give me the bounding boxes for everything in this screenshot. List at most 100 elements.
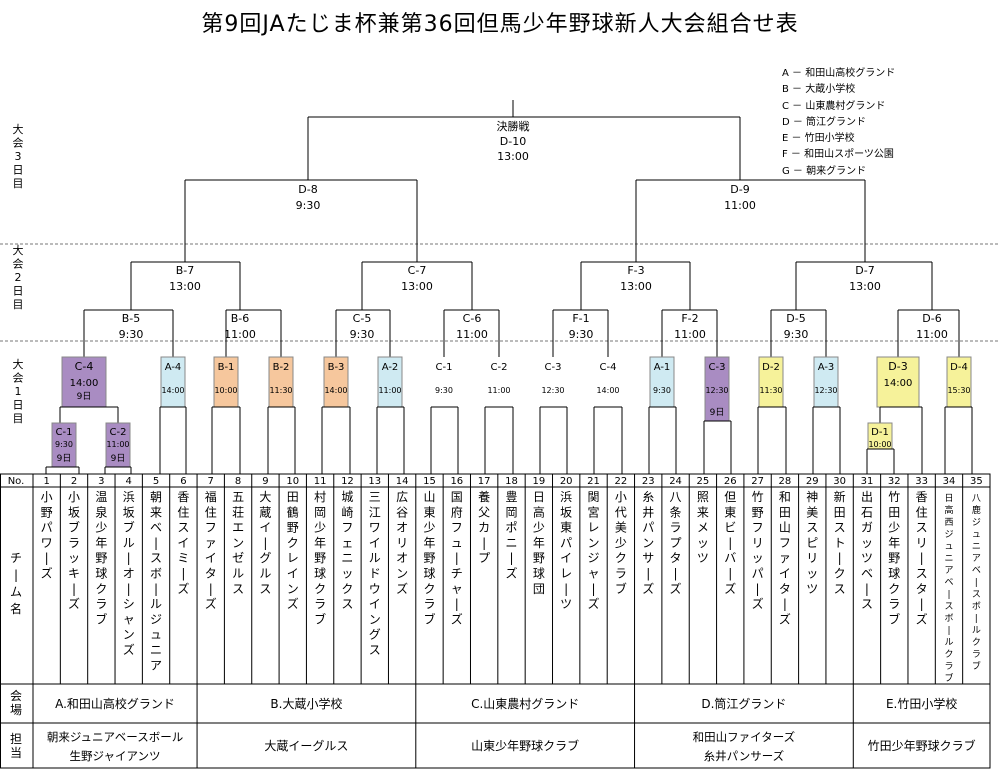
- round16-time: 9:30: [569, 328, 594, 341]
- team-number: 30: [833, 476, 846, 487]
- team-name: 山東少年野球クラブ: [423, 490, 435, 626]
- venue-header: 会場: [10, 689, 22, 717]
- team-number: 6: [180, 476, 186, 487]
- round1-time: 9:30: [435, 386, 453, 395]
- round1-box: [323, 356, 349, 408]
- staff-cell: 生野ジャイアンツ: [70, 749, 161, 763]
- venue-cell: E.竹田小学校: [886, 696, 957, 711]
- team-name: 出石ガッツベ|ス: [861, 490, 873, 611]
- round1-code: D-2: [762, 362, 780, 373]
- team-number: 20: [560, 476, 573, 487]
- round16-time: 11:00: [456, 328, 488, 341]
- team-name: 広谷オリオンズ: [396, 490, 408, 596]
- venue-cell: A.和田山高校グランド: [55, 696, 175, 711]
- round16-code: C-6: [463, 312, 482, 325]
- round1-code: D-4: [950, 362, 968, 373]
- team-name: 温泉少年野球クラブ: [95, 490, 107, 626]
- round1-code: D-3: [888, 360, 907, 373]
- team-name: 国府フュ|チャ|ズ: [451, 490, 463, 626]
- venue-cell: C.山東農村グランド: [471, 697, 579, 711]
- round1-code: B-3: [328, 362, 345, 373]
- team-name: 田鶴野クレインズ: [287, 490, 299, 611]
- round1-time: 14:00: [324, 386, 347, 395]
- team-name: 村岡少年野球クラブ: [314, 490, 326, 626]
- round1-code: A-1: [654, 362, 671, 373]
- team-name: 香住スイミ|ズ: [177, 490, 189, 596]
- prelim-box: [51, 422, 77, 468]
- staff-cell: 和田山ファイターズ: [693, 730, 795, 744]
- round1-time: 14:00: [70, 378, 99, 389]
- round16-code: C-5: [353, 312, 372, 325]
- prelim-box: [105, 422, 131, 468]
- team-name: 日高少年野球団: [533, 490, 545, 596]
- round16-code: F-2: [681, 312, 698, 325]
- round1-box: [61, 356, 107, 408]
- team-name: 竹野フリッパ|ズ: [752, 490, 764, 611]
- round1-time: 9:30: [653, 386, 671, 395]
- legend-item: E － 竹田小学校: [782, 133, 855, 145]
- team-name-header: チ|ム名: [10, 551, 22, 616]
- team-number: 26: [724, 476, 737, 487]
- quarter-code: C-7: [408, 264, 427, 277]
- venue-cell: D.筒江グランド: [701, 696, 786, 711]
- round16-time: 9:30: [350, 328, 375, 341]
- team-name: 小坂ブラッキ|ズ: [68, 490, 80, 611]
- round1-day: 9日: [77, 391, 92, 402]
- round1-time: 12:30: [705, 386, 728, 395]
- staff-cell: 山東少年野球クラブ: [471, 738, 579, 753]
- team-number: 32: [888, 476, 901, 487]
- round1-box: [160, 356, 186, 408]
- round16-code: F-1: [572, 312, 589, 325]
- round1-time: 12:30: [541, 386, 564, 395]
- team-number: 17: [478, 476, 491, 487]
- quarter-time: 13:00: [401, 280, 433, 293]
- page-title: 第9回JAたじま杯兼第36回但馬少年野球新人大会組合せ表: [201, 12, 799, 37]
- round1-box: [704, 356, 730, 422]
- venue-legend: A － 和田山高校グランド B － 大蔵小学校 C － 山東農村グランド D －…: [782, 66, 895, 180]
- legend-item: C － 山東農村グランド: [782, 100, 886, 112]
- team-number: 11: [314, 476, 327, 487]
- round16-code: B-6: [231, 312, 250, 325]
- round1-time: 12:30: [814, 386, 837, 395]
- team-number: 9: [262, 476, 268, 487]
- team-name: 香住スリ|スタ|ズ: [916, 490, 928, 626]
- staff-cell: 大蔵イーグルス: [264, 739, 348, 753]
- staff-cell: 朝来ジュニアベースボール: [47, 730, 183, 744]
- prelim-code: C-2: [110, 427, 127, 438]
- team-table: [0, 473, 991, 769]
- team-name: 八鹿ジュニアベ|スボ|ルクラブ: [972, 494, 981, 672]
- team-number: 2: [71, 476, 77, 487]
- team-number: 5: [153, 476, 159, 487]
- round1-time: 11:30: [759, 386, 782, 395]
- prelim-code: D-1: [871, 427, 889, 438]
- team-number: 14: [396, 476, 409, 487]
- round1-box: [213, 356, 239, 408]
- round1-code: C-2: [491, 362, 508, 373]
- no-header: No.: [8, 476, 25, 487]
- prelim-time: 11:00: [106, 440, 129, 449]
- round1-time: 14:00: [596, 386, 619, 395]
- round1-code: B-1: [218, 362, 235, 373]
- round16-code: B-5: [122, 312, 141, 325]
- team-number: 27: [751, 476, 764, 487]
- venue-cell: B.大蔵小学校: [270, 696, 342, 711]
- round1-time: 11:30: [269, 386, 292, 395]
- round16-code: D-6: [922, 312, 941, 325]
- team-number: 12: [341, 476, 354, 487]
- team-number: 29: [806, 476, 819, 487]
- team-name: 小野パワ|ズ: [41, 490, 53, 581]
- staff-header: 担当: [10, 732, 22, 760]
- round1-code: C-4: [75, 360, 94, 373]
- round1-time: 15:30: [947, 386, 970, 395]
- round1-time: 11:00: [378, 386, 401, 395]
- semi-code: D-9: [730, 183, 749, 196]
- team-name: 糸井パンサ|ズ: [642, 490, 654, 596]
- round1-box: [813, 356, 839, 408]
- team-name: 和田山ファイタ|ズ: [779, 490, 791, 626]
- legend-item: B － 大蔵小学校: [782, 84, 856, 96]
- team-number: 4: [126, 476, 132, 487]
